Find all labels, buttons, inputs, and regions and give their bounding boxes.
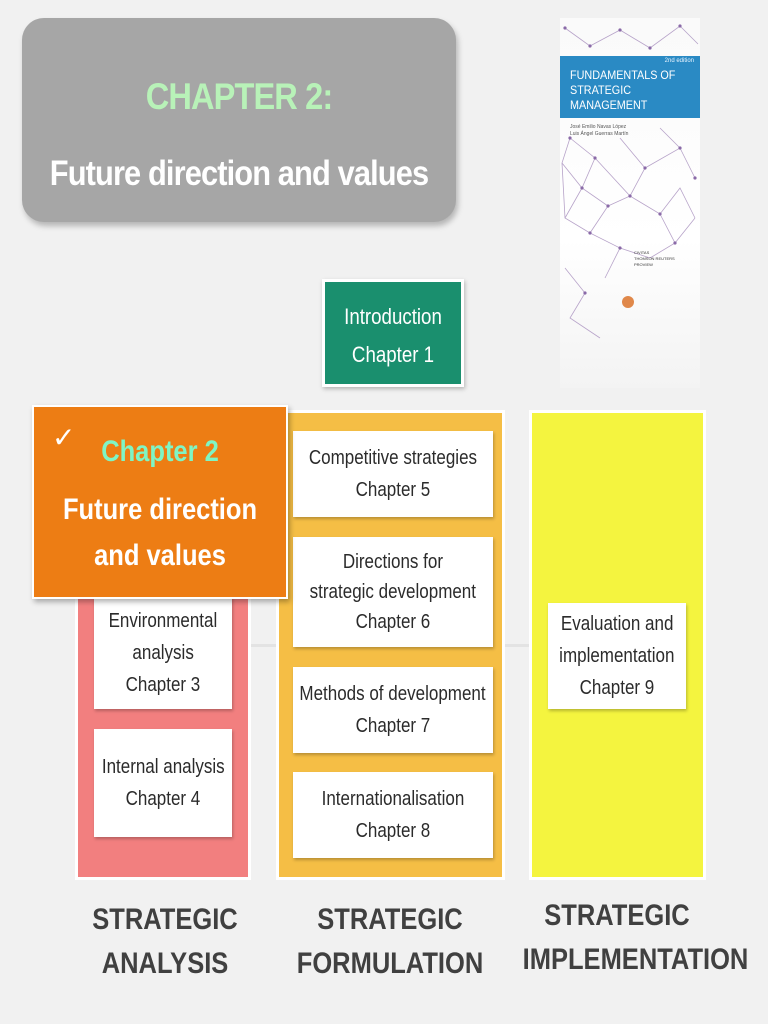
intro-chapter: Chapter 1 (351, 342, 435, 367)
chapter-2-highlight: ✓ Chapter 2 Future direction and values (32, 405, 288, 599)
chapter-3-card: Environmental analysis Chapter 3 (94, 596, 232, 709)
chapter-title: Future direction and values (49, 154, 429, 193)
chapter-8-card: Internationalisation Chapter 8 (293, 772, 493, 858)
connector-line (251, 644, 276, 647)
network-pattern (561, 24, 699, 339)
book-cover: 2nd edition FUNDAMENTALS OF STRATEGIC MA… (560, 18, 700, 388)
connector-line (505, 644, 529, 647)
intro-label: Introduction (344, 304, 442, 329)
book-title-band (560, 56, 700, 118)
highlight-title-line2: and values (94, 539, 226, 572)
chapter-9-card: Evaluation and implementation Chapter 9 (548, 603, 686, 709)
chapter-title-banner: CHAPTER 2: Future direction and values (22, 18, 456, 222)
book-edition: 2nd edition (664, 58, 694, 64)
strategic-analysis-heading: STRATEGIC ANALYSIS (92, 903, 238, 980)
chapter-7-card: Methods of development Chapter 7 (293, 667, 493, 753)
check-icon: ✓ (52, 422, 76, 453)
publisher-logo-icon (622, 296, 634, 308)
book-title: FUNDAMENTALS OF STRATEGIC MANAGEMENT (570, 68, 676, 112)
chapter-6-card: Directions for strategic development Cha… (293, 537, 493, 647)
chapter-number: CHAPTER 2: (145, 76, 333, 117)
highlight-title-line1: Future direction (62, 493, 258, 526)
book-authors: José Emilio Navas López Luis Ángel Guerr… (570, 124, 629, 137)
strategic-formulation-heading: STRATEGIC FORMULATION (296, 903, 484, 980)
highlight-chapter: Chapter 2 (101, 435, 219, 468)
chapter-4-card: Internal analysis Chapter 4 (94, 729, 232, 837)
strategic-implementation-heading: STRATEGIC IMPLEMENTATION (522, 899, 749, 976)
chapter-5-card: Competitive strategies Chapter 5 (293, 431, 493, 517)
book-publisher: CIVITAS THOMSON REUTERS PROVIEW (634, 250, 675, 267)
introduction-box: Introduction Chapter 1 (322, 279, 464, 387)
